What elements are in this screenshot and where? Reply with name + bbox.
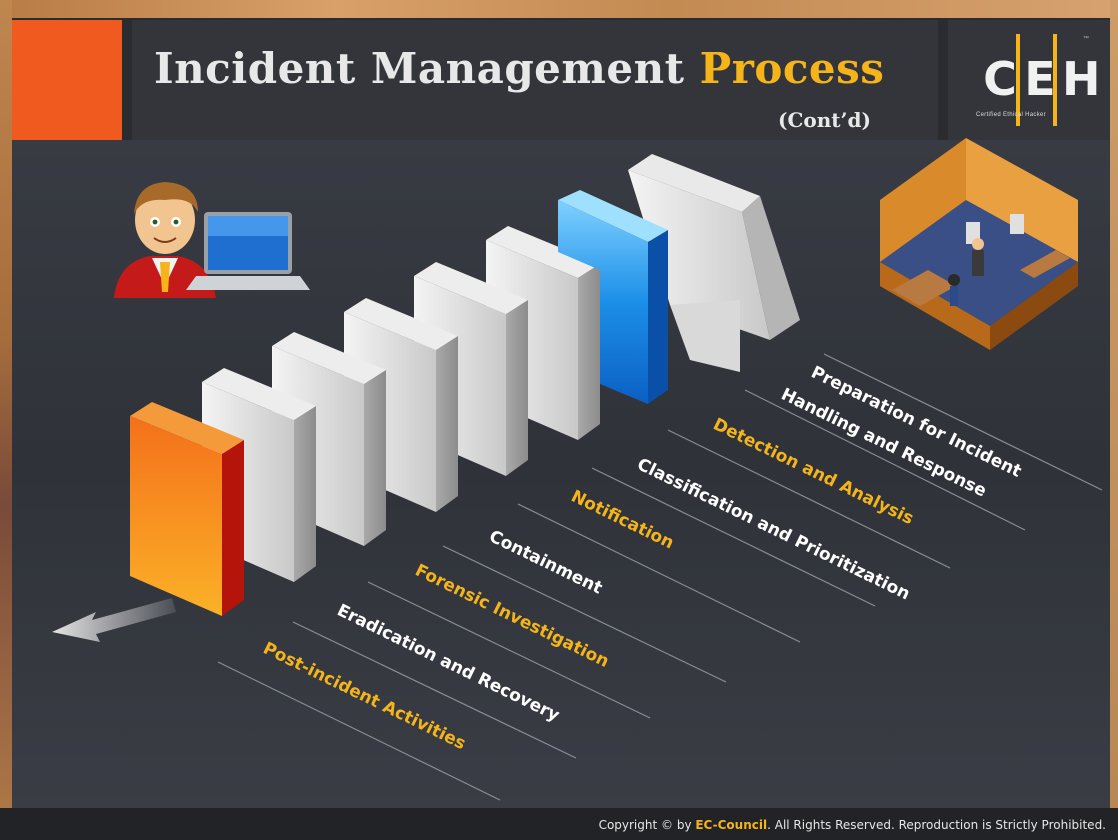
logo-letter-h: H (1062, 52, 1103, 106)
copyright-prefix: Copyright © by (598, 818, 696, 832)
guide-lines (217, 353, 1103, 801)
orange-accent-square (12, 20, 122, 140)
logo-trademark: ™ (1083, 36, 1089, 42)
office-room-illustration (880, 138, 1078, 350)
domino-tilted (628, 154, 800, 372)
wood-frame-right (1110, 0, 1118, 840)
slide-title-accent: Process (699, 44, 885, 93)
person-with-laptop-illustration (114, 182, 310, 298)
direction-arrow-icon (52, 598, 176, 642)
copyright-notice: Copyright © by EC-Council. All Rights Re… (599, 818, 1106, 832)
slide-subtitle: (Cont’d) (778, 108, 871, 132)
ceh-logo-panel (948, 20, 1110, 140)
ec-council-brand: EC-Council (695, 818, 768, 832)
slide-title: Incident Management Process (154, 44, 884, 93)
domino-orange (130, 402, 244, 616)
slide-title-main: Incident Management (154, 44, 700, 93)
logo-divider-bar (1053, 34, 1057, 126)
logo-divider-bar (1016, 34, 1020, 126)
title-panel (132, 20, 938, 140)
logo-tagline: Certified Ethical Hacker (976, 112, 1046, 118)
stage-label: Notification (568, 487, 677, 554)
logo-letter-c: C (983, 52, 1019, 106)
footer-bar (0, 808, 1118, 840)
logo-letter-e: E (1024, 52, 1058, 106)
copyright-suffix: . All Rights Reserved. Reproduction is S… (767, 818, 1106, 832)
wood-frame-left (0, 0, 12, 840)
wood-frame-top (0, 0, 1118, 18)
domino-blue (558, 190, 668, 404)
